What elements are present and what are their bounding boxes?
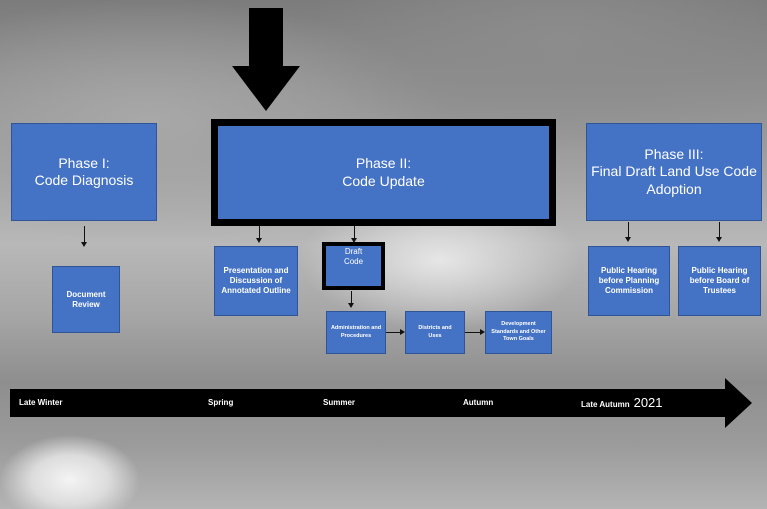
arrowhead-icon [348,303,354,308]
timeline-late-winter: Late Winter [19,398,63,407]
connector-draft-admin [351,291,352,303]
phase-2-box: Phase II: Code Update [211,119,556,226]
phase-1-title: Phase I: [58,154,110,171]
connector-admin-districts [386,332,400,333]
timeline-spring: Spring [208,398,234,407]
hearing-trustees-box: Public Hearing before Board of Trustees [678,246,761,316]
phase-1-box: Phase I: Code Diagnosis [11,123,157,221]
hearing-planning-label: Public Hearing before Planning Commissio… [598,266,660,295]
districts-label: Districts and Uses [418,325,452,339]
connector-phase1-review [84,226,85,242]
document-review-box: Document Review [52,266,120,333]
phase-3-box: Phase III: Final Draft Land Use Code Ado… [586,123,762,221]
timeline-year: 2021 [633,395,663,410]
document-review-label: Document Review [66,289,106,309]
timeline-autumn: Autumn [463,398,494,407]
arrowhead-icon [625,237,631,242]
timeline-arrow-icon [10,378,752,428]
arrowhead-icon [716,237,722,242]
phase-2-title: Phase II: [355,155,412,171]
connector-phase2-presentation [259,226,260,238]
timeline-late-autumn-label: Late Autumn [581,400,630,409]
phase-3-title: Phase III: [644,145,704,162]
development-label: Development Standards and Other Town Goa… [491,321,546,343]
administration-box: Administration and Procedures [326,311,386,354]
connector-phase3-planning [628,222,629,237]
arrowhead-icon [256,238,262,243]
connector-phase2-draft [354,226,355,238]
arrowhead-icon [351,238,357,243]
development-box: Development Standards and Other Town Goa… [485,311,552,354]
phase-1-subtitle: Code Diagnosis [34,172,134,188]
connector-districts-development [465,332,480,333]
phase-2-subtitle: Code Update [342,172,425,189]
presentation-box: Presentation and Discussion of Annotated… [214,246,298,316]
presentation-label: Presentation and Discussion of Annotated… [221,266,291,295]
administration-label: Administration and Procedures [330,325,382,339]
draft-code-label: Draft Code [343,247,364,266]
timeline-summer: Summer [323,398,356,407]
districts-box: Districts and Uses [405,311,465,354]
draft-code-box: Draft Code [322,242,385,290]
phase-3-subtitle: Final Draft Land Use Code Adoption [591,163,757,197]
hearing-trustees-label: Public Hearing before Board of Trustees [689,266,750,295]
connector-phase3-trustees [719,222,720,237]
current-phase-pointer-icon [232,8,300,111]
arrowhead-icon [81,242,87,247]
arrowhead-icon [480,329,485,335]
hearing-planning-box: Public Hearing before Planning Commissio… [588,246,670,316]
arrowhead-icon [400,329,405,335]
